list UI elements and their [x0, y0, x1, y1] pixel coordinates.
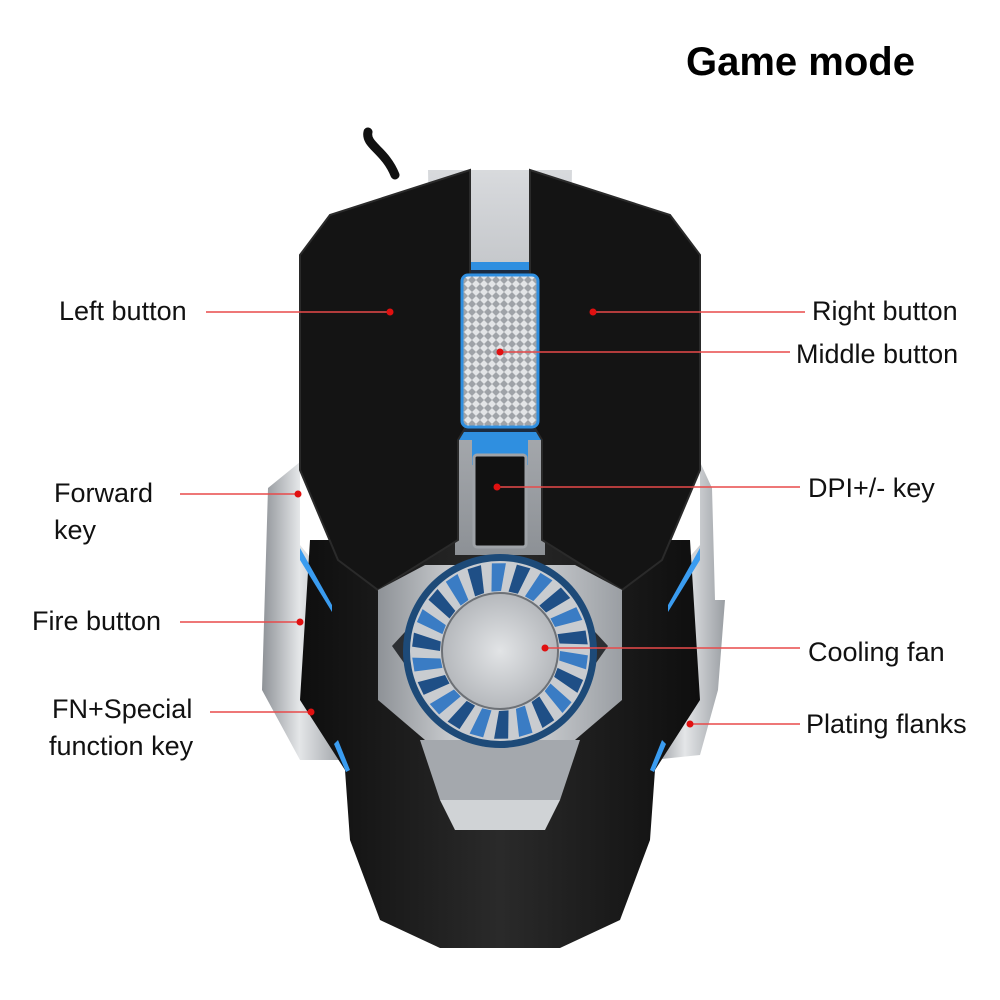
label-cooling-fan: Cooling fan	[808, 637, 945, 667]
fan-blade	[554, 667, 584, 693]
cooling-fan-shape	[392, 554, 608, 748]
marker-dot	[589, 308, 597, 316]
fan-blade	[544, 683, 572, 713]
label-dpi-key: DPI+/- key	[808, 473, 935, 503]
fan-blade	[416, 609, 446, 635]
label-fn-line1: FN+Special	[52, 694, 193, 724]
led-strip-lower-left	[334, 740, 350, 772]
marker-dot	[686, 720, 694, 728]
label-forward-key-line2: key	[54, 515, 97, 545]
fan-blade	[445, 573, 469, 606]
marker-dot	[496, 348, 504, 356]
marker-dot	[307, 708, 315, 716]
label-fn-line2: function key	[49, 731, 194, 761]
fan-blade	[429, 689, 461, 715]
label-right-button: Right button	[812, 296, 958, 326]
fan-blade	[539, 587, 571, 613]
fan-blade	[417, 674, 450, 695]
fan-blade	[559, 651, 588, 670]
fan-blade	[412, 632, 441, 651]
fan-blade	[550, 607, 583, 628]
fan-blade	[447, 700, 476, 730]
fan-blade	[508, 564, 531, 594]
dpi-key-shape	[472, 453, 528, 549]
cable	[363, 127, 400, 180]
fan-blade	[531, 696, 555, 729]
fan-blade	[428, 589, 456, 619]
label-middle-button: Middle button	[796, 339, 959, 369]
label-left-button: Left button	[59, 296, 187, 326]
fan-blade	[515, 705, 533, 737]
led-strip-right	[668, 548, 700, 612]
leader-lines	[180, 308, 805, 728]
label-forward-key-line1: Forward	[54, 478, 154, 508]
led-strip-lower-right	[650, 740, 666, 772]
marker-dot	[296, 618, 304, 626]
label-plating-flanks: Plating flanks	[806, 709, 967, 739]
marker-dot	[386, 308, 394, 316]
fan-blade	[557, 630, 588, 645]
right-button-shape	[529, 168, 701, 592]
fan-blade	[469, 708, 492, 738]
fan-blade	[524, 572, 553, 602]
led-strip-left	[300, 548, 332, 612]
marker-dot	[541, 644, 549, 652]
label-fire-button: Fire button	[32, 606, 162, 636]
marker-dot	[294, 490, 302, 498]
fan-blade	[491, 563, 506, 592]
left-button-shape	[299, 168, 471, 592]
fan-blade	[412, 657, 443, 672]
fan-blade	[494, 710, 509, 739]
page-title: Game mode	[686, 40, 915, 84]
fan-blade	[467, 565, 485, 597]
marker-dot	[493, 483, 501, 491]
